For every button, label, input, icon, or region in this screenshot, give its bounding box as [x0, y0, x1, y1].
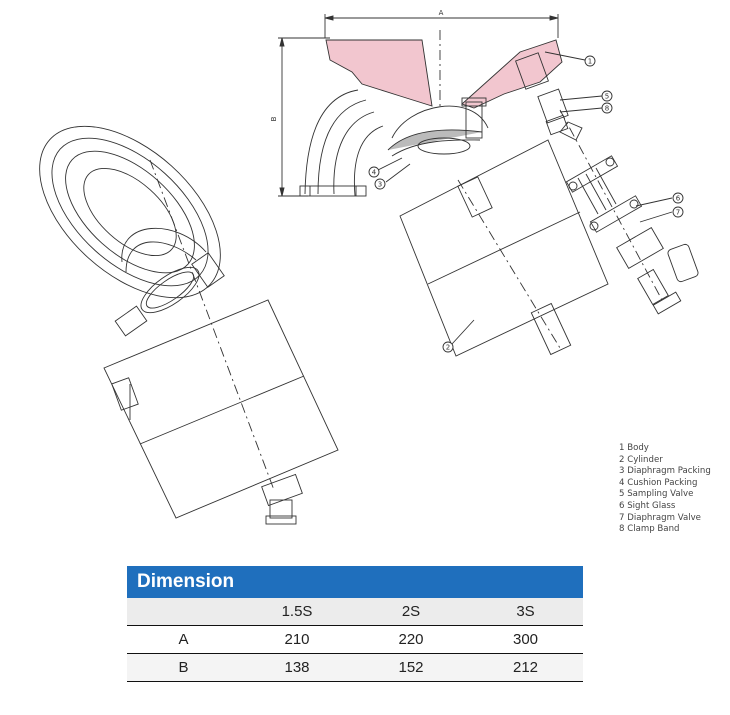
table-row: A 210 220 300: [127, 625, 583, 654]
table-cell: 210: [240, 625, 354, 654]
dimension-table: 1.5S 2S 3S A 210 220 300 B 138 152 212: [127, 598, 583, 682]
tilted-valve-view: [39, 125, 339, 525]
legend-item: 7 Diaphragm Valve: [619, 512, 701, 523]
legend-item: 6 Sight Glass: [619, 500, 676, 511]
column-header: 3S: [516, 603, 535, 620]
column-header: 1.5S: [281, 603, 313, 620]
row-label: A: [127, 625, 240, 654]
cylinder: [399, 139, 609, 357]
dimension-table-title: Dimension: [127, 566, 583, 598]
callout-6: 6: [676, 195, 681, 203]
sampling-valve-assembly: [537, 88, 699, 315]
table-cell: 300: [468, 625, 583, 654]
legend-item: 1 Body: [619, 443, 649, 453]
table-row: B 138 152 212: [127, 653, 583, 682]
callout-markers: [368, 51, 684, 353]
valve-technical-drawing: A B 1 5 8 6 7 2 4 3: [39, 9, 699, 525]
table-header-row: 1.5S 2S 3S: [127, 598, 583, 626]
row-label: B: [127, 653, 240, 682]
callout-1: 1: [588, 58, 592, 66]
legend-item: 8 Clamp Band: [619, 524, 680, 535]
legend-item: 2 Cylinder: [619, 454, 663, 465]
valve-body: [299, 39, 563, 218]
column-header: 2S: [401, 603, 421, 620]
table-cell: 212: [468, 653, 583, 682]
callout-3: 3: [378, 181, 382, 189]
dimension-lines: [278, 14, 559, 197]
table-cell: 220: [354, 625, 468, 654]
dimension-label-a: A: [439, 9, 444, 17]
parts-legend: 1 Body 2 Cylinder 3 Diaphragm Packing 4 …: [619, 443, 711, 536]
legend-item: 5 Sampling Valve: [619, 489, 694, 500]
dimension-label-b: B: [270, 116, 278, 121]
callout-8: 8: [605, 105, 609, 113]
legend-item: 4 Cushion Packing: [619, 477, 698, 488]
legend-item: 3 Diaphragm Packing: [619, 466, 711, 477]
callout-7: 7: [676, 209, 680, 217]
column-header: [127, 598, 240, 626]
callout-5: 5: [605, 93, 609, 101]
dimension-table-section: Dimension 1.5S 2S 3S A 210 220 300 B 138…: [127, 566, 583, 682]
table-cell: 152: [354, 653, 468, 682]
table-cell: 138: [240, 653, 354, 682]
callout-4: 4: [372, 169, 377, 177]
callout-2: 2: [446, 344, 450, 352]
